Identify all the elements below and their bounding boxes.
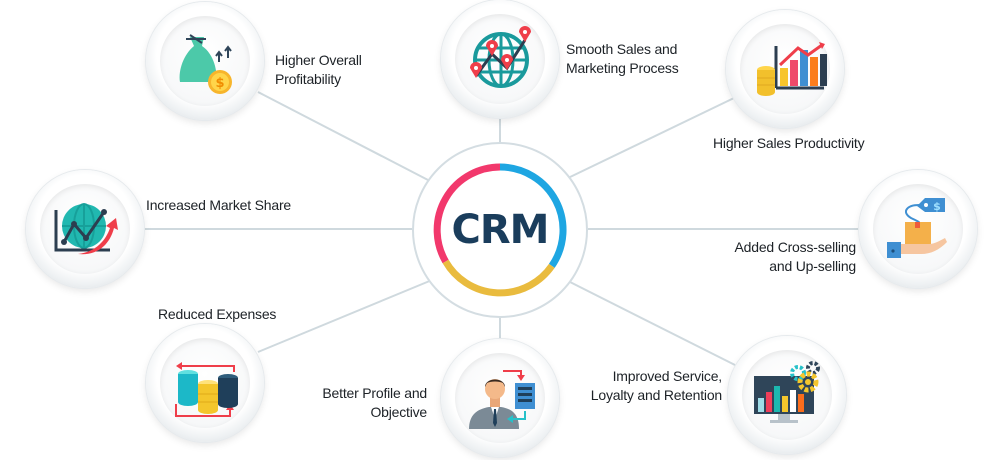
node-market-share [26,170,144,288]
connector-reduced-expenses [257,279,433,353]
crm-title: CRM [451,207,550,253]
label-improved-service: Improved Service,Loyalty and Retention [590,368,722,403]
node-profitability: $ [146,2,264,120]
label-reduced-expenses: Reduced Expenses [158,306,277,322]
node-reduced-expenses [146,324,264,442]
node-cross-selling: $ [859,170,977,288]
connector-improved-service [569,281,736,366]
monitor-chart-gears-icon [754,361,820,423]
node-sales-marketing [441,0,559,118]
connector-profitability [257,91,429,181]
crm-ring [433,163,567,297]
connector-sales-productivity [567,97,735,179]
hand-box-price-tag-icon: $ [887,198,947,258]
globe-map-pins-icon [470,26,531,88]
businessman-document-icon [469,370,535,429]
node-improved-service [728,336,846,454]
globe-growth-chart-icon [54,203,118,255]
node-sales-productivity [726,10,844,128]
label-market-share: Increased Market Share [146,197,292,213]
label-sales-productivity: Higher Sales Productivity [713,135,865,151]
node-better-profile [441,339,559,457]
database-cycle-icon [175,362,238,417]
svg-text:$: $ [215,76,224,91]
bar-chart-coins-icon [757,42,827,96]
svg-text:$: $ [933,200,941,213]
crm-center-hub: CRM [412,142,588,318]
money-bag-coin-icon: $ [179,34,232,94]
